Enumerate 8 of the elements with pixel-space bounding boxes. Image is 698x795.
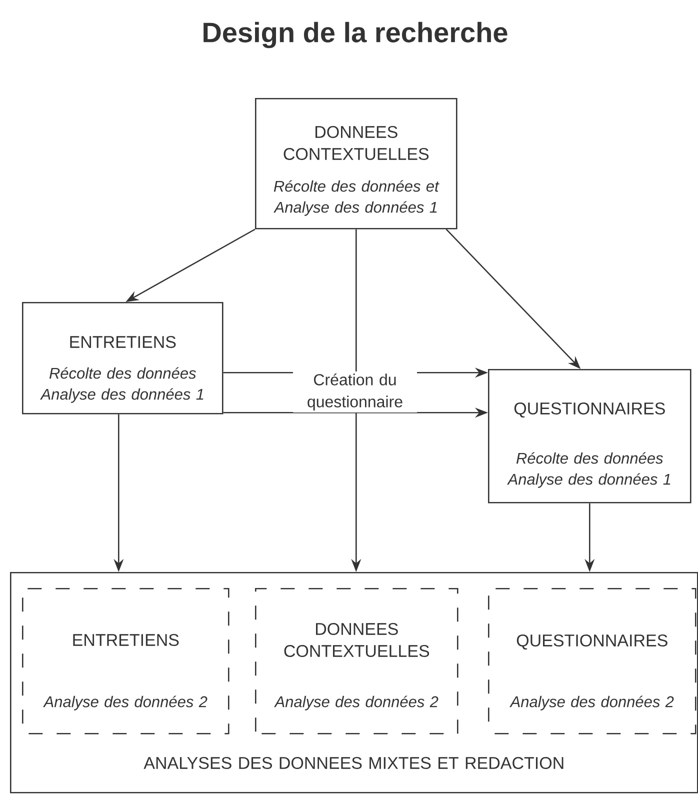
process-box: ENTRETIENS Récolte des données Analyse des données 1 [22,302,224,414]
edge-label: Création du questionnaire [293,371,417,413]
process-box: DONNEES CONTEXTUELLES Récolte des données et Analyse des données 1 [255,98,458,230]
dashed-box: DONNEES CONTEXTUELLES Analyse des données 2 [255,588,458,734]
process-box: QUESTIONNAIRES Récolte des données Analyse des données 1 [488,369,692,504]
dashed-box: ENTRETIENS Analyse des données 2 [22,588,230,734]
dashed-box: QUESTIONNAIRES Analyse des données 2 [488,588,696,734]
title: Design de la recherche [204,22,508,48]
